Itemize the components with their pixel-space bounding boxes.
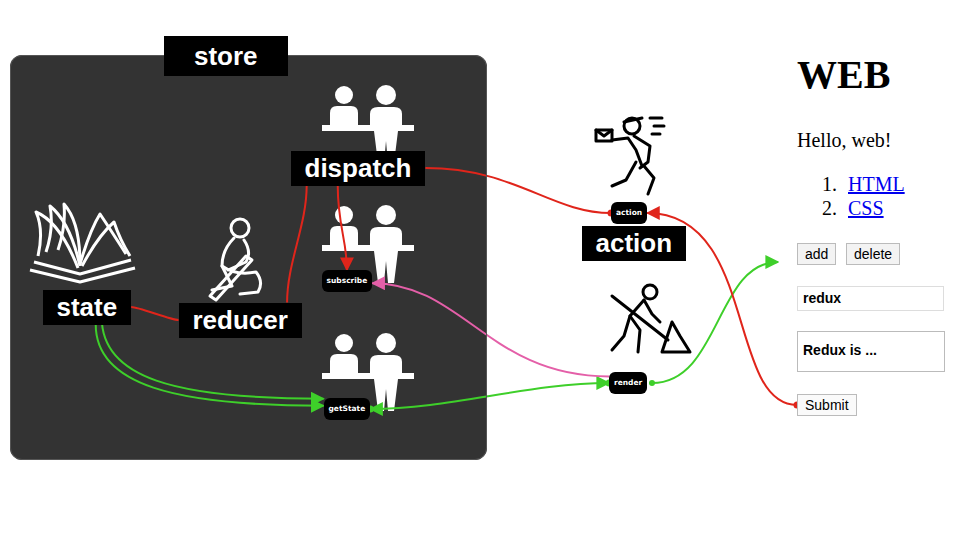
store-heading: store bbox=[164, 36, 288, 76]
render-dot bbox=[649, 380, 655, 386]
store-panel bbox=[10, 55, 487, 460]
button: delete bbox=[846, 243, 900, 265]
reducer-icon bbox=[210, 219, 261, 300]
render-pill: render bbox=[609, 372, 647, 394]
connector-line bbox=[370, 383, 609, 409]
reducer-label: reducer bbox=[179, 303, 302, 338]
worker-icon bbox=[612, 285, 690, 352]
text-area: Redux is ... bbox=[797, 331, 945, 372]
method-pill: getState bbox=[324, 398, 371, 420]
page-text: Hello, web! bbox=[797, 128, 891, 152]
book-icon bbox=[30, 204, 135, 282]
node-text: action bbox=[596, 228, 673, 259]
action-pill: action bbox=[611, 202, 647, 224]
node-text: getState bbox=[329, 404, 366, 414]
list-link: HTML bbox=[848, 172, 905, 196]
connector bbox=[425, 168, 614, 217]
connector bbox=[131, 307, 178, 320]
connector-line bbox=[338, 186, 347, 271]
page-heading: WEB bbox=[797, 52, 890, 98]
dispatch-label: dispatch bbox=[291, 151, 426, 186]
mailman-icon bbox=[596, 118, 664, 194]
node-text: Redux is ... bbox=[803, 342, 939, 359]
connector bbox=[372, 283, 609, 376]
connector bbox=[367, 380, 613, 413]
connector-line bbox=[425, 168, 611, 213]
connector bbox=[338, 186, 347, 271]
connector-line bbox=[287, 186, 307, 303]
list-number: 1. bbox=[822, 172, 837, 196]
node-text: add bbox=[805, 246, 828, 262]
button: add bbox=[797, 243, 836, 265]
node-text: dispatch bbox=[305, 153, 412, 184]
node-text: subscribe bbox=[327, 276, 368, 286]
list-number: 2. bbox=[822, 196, 837, 220]
render-to-page-arrow bbox=[652, 262, 778, 383]
connector-line bbox=[131, 307, 178, 320]
text-input: redux bbox=[797, 286, 944, 311]
node-text: redux bbox=[803, 290, 938, 307]
node-text: delete bbox=[854, 246, 892, 262]
node-text: Submit bbox=[805, 397, 849, 413]
state-label: state bbox=[43, 290, 132, 325]
list-link: CSS bbox=[848, 196, 884, 220]
node-text: reducer bbox=[193, 305, 288, 336]
node-text: state bbox=[57, 292, 118, 323]
node-text: action bbox=[616, 208, 642, 218]
action-label: action bbox=[582, 226, 687, 261]
method-pill: subscribe bbox=[322, 270, 373, 292]
store-panel: storedispatchsubscribestatereducergetSta… bbox=[10, 55, 487, 460]
node-text: store bbox=[194, 36, 258, 76]
node-text: render bbox=[614, 378, 642, 388]
connector bbox=[287, 186, 307, 303]
submit-button: Submit bbox=[797, 394, 857, 416]
connector-line bbox=[372, 283, 609, 376]
